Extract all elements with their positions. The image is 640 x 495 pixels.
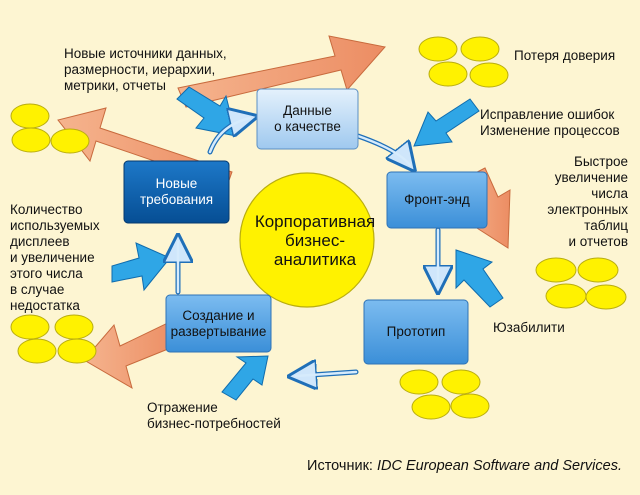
label-trust-loss: Потеря доверия — [514, 48, 616, 63]
label-business-needs: Отражение бизнес-потребностей — [147, 400, 281, 431]
coin-cluster-right — [535, 257, 627, 310]
coin-cluster-left-bottom — [10, 314, 97, 364]
footer-source: IDC European Software and Services. — [376, 458, 622, 474]
blue-arrow-business-needs — [221, 355, 269, 401]
box-new-requirements-label: Новые требования — [139, 176, 214, 207]
big-arrow-lower-left — [83, 317, 179, 390]
blue-arrow-usability — [455, 249, 504, 308]
label-usability: Юзабилити — [493, 320, 565, 335]
box-new-requirements — [123, 160, 230, 224]
blue-arrow-fixes — [413, 98, 480, 147]
box-data-quality — [256, 88, 359, 150]
box-create-deploy-label: Создание и развертывание — [170, 307, 267, 339]
coin-cluster-top-right — [418, 36, 509, 88]
label-fixes: Исправление ошибок Изменение процессов — [480, 107, 620, 138]
label-new-sources: Новые источники данных, размерности, иер… — [64, 46, 227, 93]
center-title: Корпоративная бизнес- аналитика — [254, 211, 376, 269]
box-prototype — [363, 299, 469, 365]
box-data-quality-label: Данные о качестве — [274, 103, 341, 134]
box-front-end-label: Фронт-энд — [404, 192, 470, 207]
blue-arrow-displays — [111, 242, 171, 292]
center-circle — [239, 172, 375, 308]
footer-prefix: Источник: — [307, 458, 377, 474]
label-displays: Количество используемых дисплеев и увели… — [10, 202, 100, 313]
box-front-end — [386, 171, 488, 229]
coin-cluster-left-top — [10, 103, 90, 154]
label-spreadsheets: Быстрое увеличение числа электронных таб… — [547, 154, 628, 249]
source-footer: Источник: IDC European Software and Serv… — [0, 458, 622, 474]
cycle-arrows-fill — [176, 116, 440, 378]
box-create-deploy — [165, 294, 272, 353]
box-prototype-label: Прототип — [386, 324, 446, 339]
coin-cluster-bottom-right — [399, 369, 490, 420]
